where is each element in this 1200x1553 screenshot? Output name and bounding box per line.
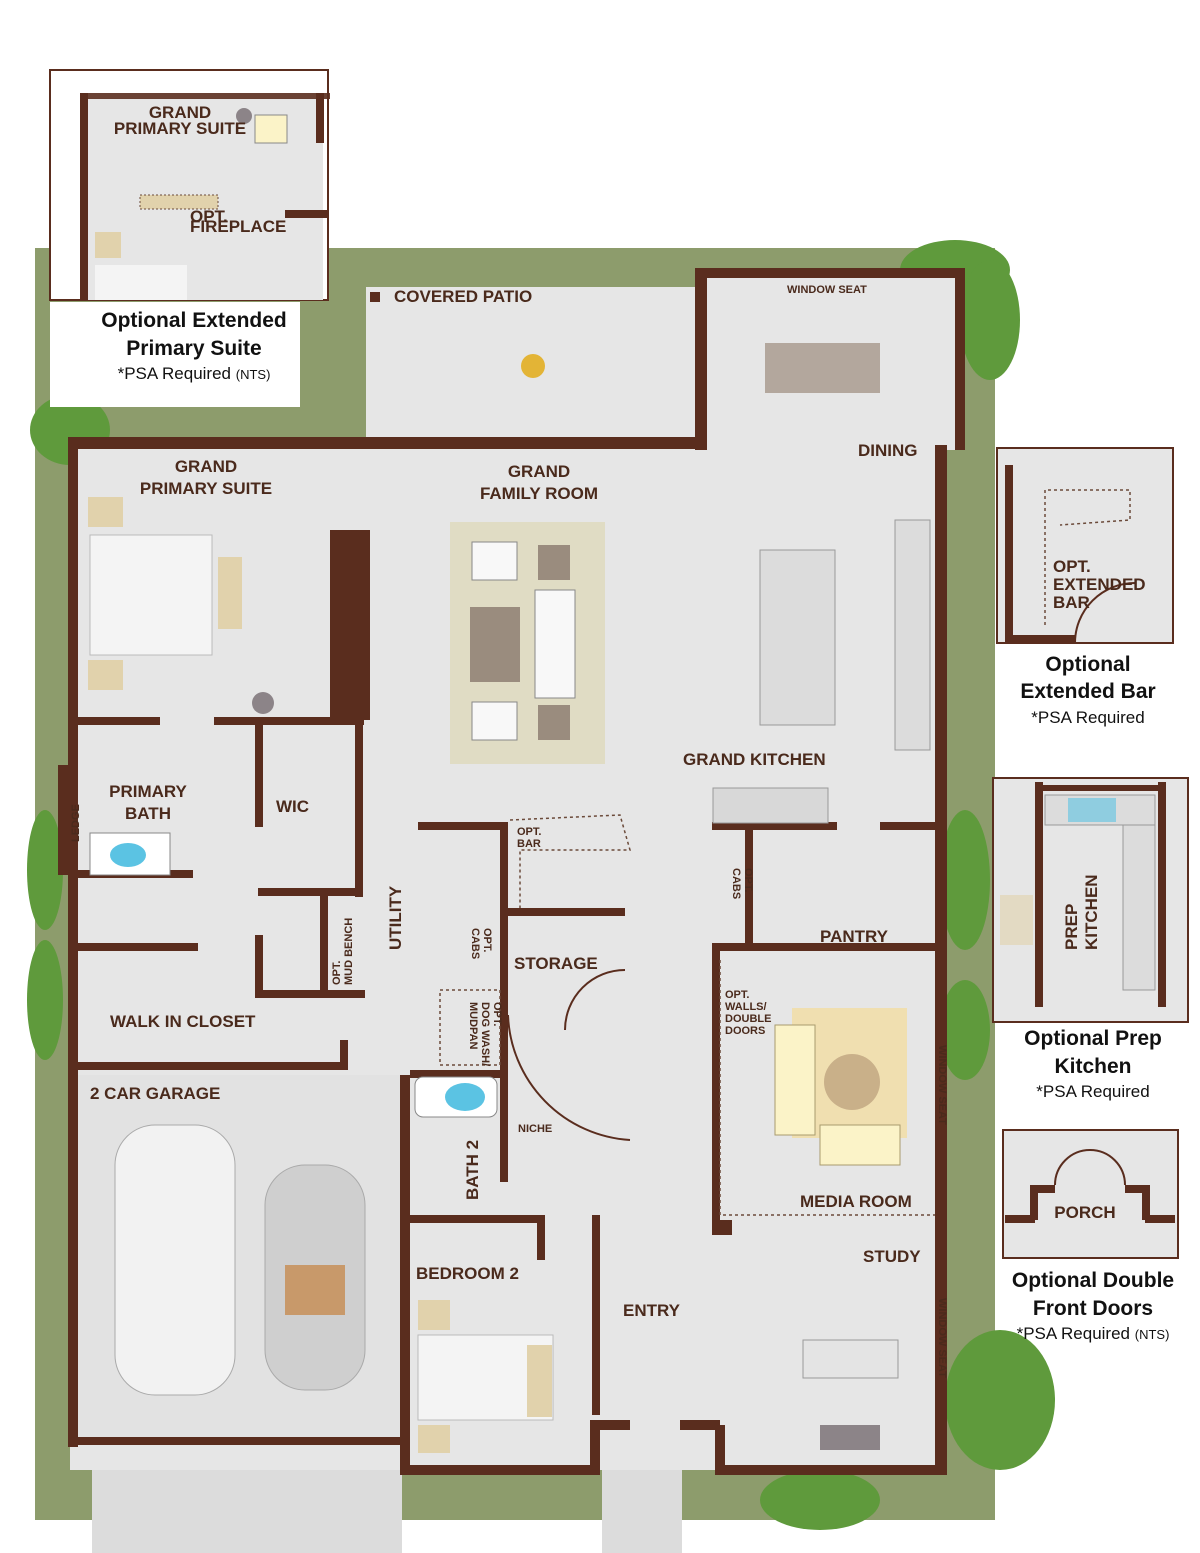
optional-dashed-outlines (439, 814, 935, 1216)
label-opt-cabs-utility-2: CABS (469, 928, 481, 959)
label-utility: UTILITY (386, 885, 405, 950)
label-opt-cabs-kitchen-1: OPT. (742, 868, 754, 892)
label-walk-in-closet: WALK IN CLOSET (110, 1012, 256, 1031)
option-title-1-line2: Primary Suite (126, 337, 261, 360)
furniture (88, 343, 931, 1453)
label-niche: NICHE (518, 1123, 552, 1135)
option-note-4: *PSA Required (NTS) (1017, 1324, 1170, 1343)
inset-bar-label-1: OPT. (1053, 557, 1091, 576)
label-opt-mud-bench-2: MUD BENCH (343, 918, 355, 985)
inset-porch-label: PORCH (1054, 1203, 1115, 1222)
option-title-4-line1: Optional Double (1012, 1269, 1174, 1292)
front-walk (602, 1470, 682, 1553)
option-title-1-line1: Optional Extended (101, 309, 287, 332)
label-study: STUDY (863, 1247, 921, 1266)
label-2-car-garage: 2 CAR GARAGE (90, 1084, 220, 1103)
label-opt-dog-wash-1: OPT. (491, 1002, 503, 1026)
landscaping-shrubs (27, 240, 1055, 1530)
label-wic: WIC (276, 797, 309, 816)
label-grand-family-room-2: FAMILY ROOM (480, 484, 598, 503)
inset-prep-label-1: PREP (1062, 904, 1081, 950)
option-title-2-line1: Optional (1045, 653, 1130, 676)
label-entry: ENTRY (623, 1301, 681, 1320)
label-primary-bath-1: PRIMARY (109, 782, 187, 801)
label-dining: DINING (858, 441, 918, 460)
inset-label-4: FIREPLACE (190, 217, 286, 236)
option-extended-primary-suite: GRAND PRIMARY SUITE OPT. FIREPLACE (49, 69, 330, 301)
label-bedroom-2: BEDROOM 2 (416, 1264, 519, 1283)
option-title-2-line2: Extended Bar (1020, 680, 1155, 703)
option-title-4-line2: Front Doors (1033, 1297, 1153, 1320)
label-primary-bath-2: BATH (125, 804, 171, 823)
label-opt-cabs-kitchen-2: CABS (730, 868, 742, 899)
option-note-1: *PSA Required (NTS) (118, 364, 271, 383)
label-opt-walls-2: WALLS/ (725, 1001, 767, 1013)
option-title-3-line1: Optional Prep (1024, 1027, 1162, 1050)
label-opt-cabs-utility-1: OPT. (481, 928, 493, 952)
label-grand-family-room-1: GRAND (508, 462, 570, 481)
exterior-walls (68, 268, 965, 1475)
label-storage: STORAGE (514, 954, 598, 973)
inset-label-2: PRIMARY SUITE (114, 119, 246, 138)
option-note-2: *PSA Required (1031, 708, 1144, 727)
inset-bar-label-2: EXTENDED (1053, 575, 1146, 594)
inset-bar-label-3: BAR (1053, 593, 1090, 612)
label-window-seat-study: WINDOW SEAT (936, 1298, 948, 1378)
label-grand-primary-suite-1: GRAND (175, 457, 237, 476)
label-opt-bar-2: BAR (517, 838, 541, 850)
label-opt-walls-3: DOUBLE (725, 1013, 771, 1025)
interior-walls (58, 530, 940, 1415)
staircase (507, 1014, 631, 1141)
label-opt-walls-1: OPT. (725, 989, 749, 1001)
label-opt-mud-bench-1: OPT. (331, 961, 343, 985)
label-ledge: LEDGE (70, 804, 82, 842)
label-opt-dog-wash-3: MUDPAN (467, 1002, 479, 1050)
label-opt-dog-wash-2: DOG WASH/ (479, 1002, 491, 1066)
label-grand-primary-suite-2: PRIMARY SUITE (140, 479, 272, 498)
label-pantry: PANTRY (820, 927, 889, 946)
label-opt-bar-1: OPT. (517, 826, 541, 838)
option-extended-bar: OPT. EXTENDED BAR (996, 447, 1174, 644)
inset-label-1: GRAND (149, 103, 211, 122)
label-opt-walls-4: DOORS (725, 1025, 765, 1037)
label-window-seat-dining: WINDOW SEAT (787, 284, 867, 296)
option-double-front-doors: PORCH (1002, 1129, 1179, 1259)
label-covered-patio: COVERED PATIO (394, 287, 532, 306)
room-labels: COVERED PATIO WINDOW SEAT DINING GRAND P… (70, 284, 948, 1378)
option-note-3: *PSA Required (1036, 1082, 1149, 1101)
label-bath-2: BATH 2 (463, 1140, 482, 1200)
label-media-room: MEDIA ROOM (800, 1192, 912, 1211)
inset-label-3: OPT. (190, 207, 228, 226)
inset-prep-label-2: KITCHEN (1082, 874, 1101, 950)
label-window-seat-media: WINDOW SEAT (936, 1045, 948, 1125)
label-grand-kitchen: GRAND KITCHEN (683, 750, 826, 769)
option-prep-kitchen: PREP KITCHEN (992, 777, 1189, 1023)
option-title-3-line2: Kitchen (1054, 1055, 1131, 1078)
